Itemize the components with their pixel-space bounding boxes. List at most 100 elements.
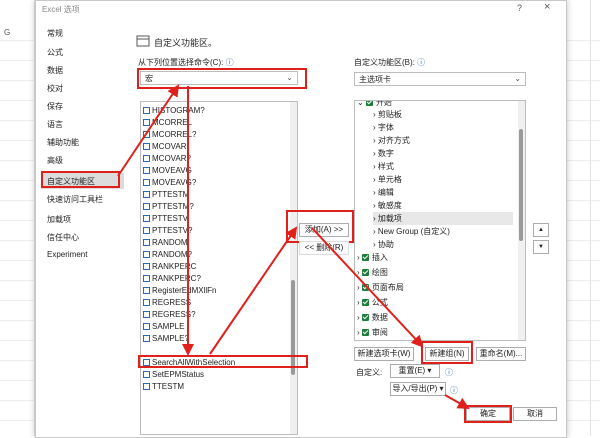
list-item[interactable]: MCORREL xyxy=(141,117,192,129)
macro-icon xyxy=(143,215,150,222)
help-button[interactable]: ? xyxy=(517,3,523,13)
import-export-button[interactable]: 导入/导出(P) ▾ xyxy=(390,382,446,396)
nav-item-quick-access[interactable]: 快速访问工具栏 xyxy=(47,195,103,204)
tree-group[interactable]: › 数字 xyxy=(373,149,394,158)
list-item[interactable]: HISTOGRAM? xyxy=(141,105,205,117)
dialog-title: Excel 选项 xyxy=(42,5,80,14)
list-item[interactable]: REGRESS xyxy=(141,297,191,309)
checkbox[interactable] xyxy=(361,299,369,306)
list-item-selected[interactable]: SearchAllWithSelection xyxy=(141,357,287,369)
tree-tab[interactable]: › 插入 xyxy=(357,253,388,262)
list-item[interactable]: MOVEAVG xyxy=(141,165,192,177)
nav-item-formulas[interactable]: 公式 xyxy=(47,48,63,57)
list-item[interactable]: REGRESS? xyxy=(141,309,196,321)
annotation-box-customize-ribbon xyxy=(41,171,120,188)
checkbox[interactable] xyxy=(361,329,369,336)
list-item[interactable]: MCOVAR? xyxy=(141,153,191,165)
macro-icon xyxy=(143,299,150,306)
info-icon: ⓘ xyxy=(225,58,234,67)
list-item[interactable]: SAMPLE? xyxy=(141,333,189,345)
list-item[interactable]: RANKPERC xyxy=(141,261,196,273)
move-down-button[interactable]: ▼ xyxy=(533,240,549,254)
add-button[interactable]: 添加(A) >> xyxy=(299,223,349,237)
nav-item-trust-center[interactable]: 信任中心 xyxy=(47,233,79,242)
annotation-box-ok xyxy=(464,405,512,423)
tree-group[interactable]: › 编辑 xyxy=(373,188,394,197)
list-item[interactable]: MOVEAVG? xyxy=(141,177,196,189)
checkbox[interactable] xyxy=(361,314,369,321)
list-item[interactable]: PTTESTM xyxy=(141,189,189,201)
scrollbar-thumb[interactable] xyxy=(291,280,295,375)
macro-icon xyxy=(143,179,150,186)
list-item[interactable]: PTTESTV? xyxy=(141,225,192,237)
excel-options-dialog: Excel 选项 ? × 常规 公式 数据 校对 保存 语言 辅助功能 高级 自… xyxy=(35,0,567,438)
tree-group[interactable]: › New Group (自定义) xyxy=(373,227,450,236)
nav-item-language[interactable]: 语言 xyxy=(47,120,63,129)
nav-item-experiment[interactable]: Experiment xyxy=(47,250,88,259)
ribbon-tabs-combo[interactable]: 主选项卡 ⌄ xyxy=(354,72,526,86)
nav-item-save[interactable]: 保存 xyxy=(47,102,63,111)
tree-tab[interactable]: › 审阅 xyxy=(357,328,388,337)
choose-commands-label: 从下列位置选择命令(C): ⓘ xyxy=(138,58,234,67)
tree-group[interactable]: › 字体 xyxy=(373,123,394,132)
macro-icon xyxy=(143,155,150,162)
list-item[interactable]: RANDOM xyxy=(141,237,188,249)
tree-tab[interactable]: › 数据 xyxy=(357,313,388,322)
annotation-box-selected-command xyxy=(138,355,308,368)
list-item[interactable]: TTESTM xyxy=(141,381,184,393)
tree-tab[interactable]: ⌄ 开始 xyxy=(357,100,392,107)
checkbox[interactable] xyxy=(361,284,369,291)
commands-list[interactable]: HISTOGRAM? MCORREL MCORREL? MCOVAR MCOVA… xyxy=(140,101,298,435)
tree-group[interactable]: › 样式 xyxy=(373,162,394,171)
nav-item-general[interactable]: 常规 xyxy=(47,29,63,38)
annotation-box-combo xyxy=(137,68,307,89)
nav-item-accessibility[interactable]: 辅助功能 xyxy=(47,138,79,147)
tree-group[interactable]: › 协助 xyxy=(373,240,394,249)
commands-scrollbar[interactable] xyxy=(290,102,297,434)
info-icon: ⓘ xyxy=(417,58,426,67)
list-item[interactable]: MCOVAR xyxy=(141,141,187,153)
macro-icon xyxy=(143,167,150,174)
macro-icon xyxy=(143,251,150,258)
tree-group-selected[interactable]: › 加载项 xyxy=(373,212,513,225)
list-item[interactable]: RANKPERC? xyxy=(141,273,201,285)
scrollbar-thumb[interactable] xyxy=(519,129,523,241)
move-up-button[interactable]: ▲ xyxy=(533,223,549,237)
ribbon-tree[interactable]: ⌄ 开始 › 剪贴板 › 字体 › 对齐方式 › 数字 › 样式 › 单元格 ›… xyxy=(354,100,526,341)
tree-group[interactable]: › 敏感度 xyxy=(373,201,402,210)
checkbox[interactable] xyxy=(365,101,373,106)
checkbox[interactable] xyxy=(361,269,369,276)
list-item[interactable]: SetEPMStatus xyxy=(141,369,204,381)
tree-tab[interactable]: › 绘图 xyxy=(357,268,388,277)
nav-item-advanced[interactable]: 高级 xyxy=(47,156,63,165)
list-item[interactable]: SAMPLE xyxy=(141,321,184,333)
customize-ribbon-label: 自定义功能区(B): ⓘ xyxy=(354,58,426,67)
arrow-add-to-new-group xyxy=(311,227,424,348)
tree-tab[interactable]: › 页面布局 xyxy=(357,283,404,292)
tree-group[interactable]: › 单元格 xyxy=(373,175,402,184)
column-header-g: G xyxy=(4,28,11,37)
close-button[interactable]: × xyxy=(544,1,551,13)
list-item[interactable]: PTTESTM? xyxy=(141,201,194,213)
new-group-button[interactable]: 新建组(N) xyxy=(425,347,469,361)
ribbon-tree-scrollbar[interactable] xyxy=(518,101,525,340)
tree-group[interactable]: › 对齐方式 xyxy=(373,136,410,145)
reset-button[interactable]: 重置(E) ▾ xyxy=(390,364,440,378)
cancel-button[interactable]: 取消 xyxy=(513,407,557,421)
tree-tab[interactable]: › 公式 xyxy=(357,298,388,307)
new-tab-button[interactable]: 新建选项卡(W) xyxy=(354,347,414,361)
list-item[interactable]: PTTESTV xyxy=(141,213,188,225)
nav-item-data[interactable]: 数据 xyxy=(47,66,63,75)
tree-group[interactable]: › 剪贴板 xyxy=(373,110,402,119)
nav-item-addins[interactable]: 加载项 xyxy=(47,215,71,224)
list-item[interactable]: RegisterEdMXllFn xyxy=(141,285,216,297)
macro-icon xyxy=(143,359,150,366)
ok-button[interactable]: 确定 xyxy=(466,407,510,421)
combo-value: 宏 xyxy=(145,74,153,83)
list-item[interactable]: RANDOM? xyxy=(141,249,192,261)
choose-commands-combo[interactable]: 宏 ⌄ xyxy=(140,71,298,85)
rename-button[interactable]: 重命名(M)... xyxy=(476,347,526,361)
nav-item-proofing[interactable]: 校对 xyxy=(47,84,63,93)
checkbox[interactable] xyxy=(361,254,369,261)
nav-item-customize-ribbon[interactable]: 自定义功能区 xyxy=(47,177,95,186)
